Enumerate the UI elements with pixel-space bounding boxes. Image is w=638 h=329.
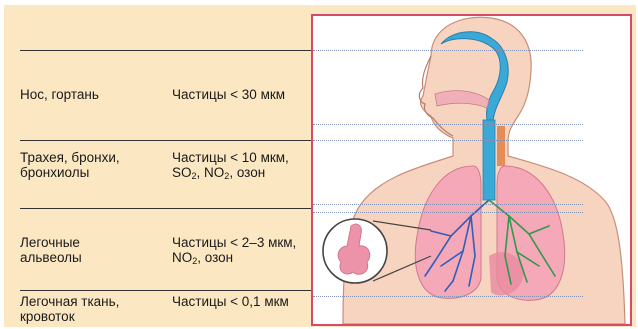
respiratory-system-figure — [311, 14, 632, 326]
row-3-region: Легочные альвеолы — [20, 235, 140, 265]
row-2-region: Трахея, бронхи, бронхиолы — [20, 150, 148, 180]
esophagus — [497, 126, 505, 166]
level-line-alveoli — [313, 212, 583, 213]
level-line-nose — [313, 50, 583, 51]
row-3-particles: Частицы < 2–3 мкм, NO2, озон — [172, 235, 317, 265]
row-2-particles: Частицы < 10 мкм, SO2, NO2, озон — [172, 150, 317, 180]
row-separator — [20, 140, 312, 141]
level-line-larynx — [313, 124, 583, 125]
row-1-region: Нос, гортань — [20, 87, 160, 102]
row-1-particles: Частицы < 30 мкм — [172, 87, 312, 102]
row-separator — [20, 50, 312, 51]
respiratory-illustration — [313, 16, 630, 324]
trachea — [483, 120, 495, 200]
level-line-trachea — [313, 140, 583, 141]
level-line-bronchi — [313, 204, 583, 205]
row-separator — [20, 208, 312, 209]
level-line-bottom — [313, 296, 583, 297]
row-separator — [20, 290, 312, 291]
row-4-region: Легочная ткань, кровоток — [20, 294, 148, 324]
row-4-particles: Частицы < 0,1 мкм — [172, 294, 312, 309]
